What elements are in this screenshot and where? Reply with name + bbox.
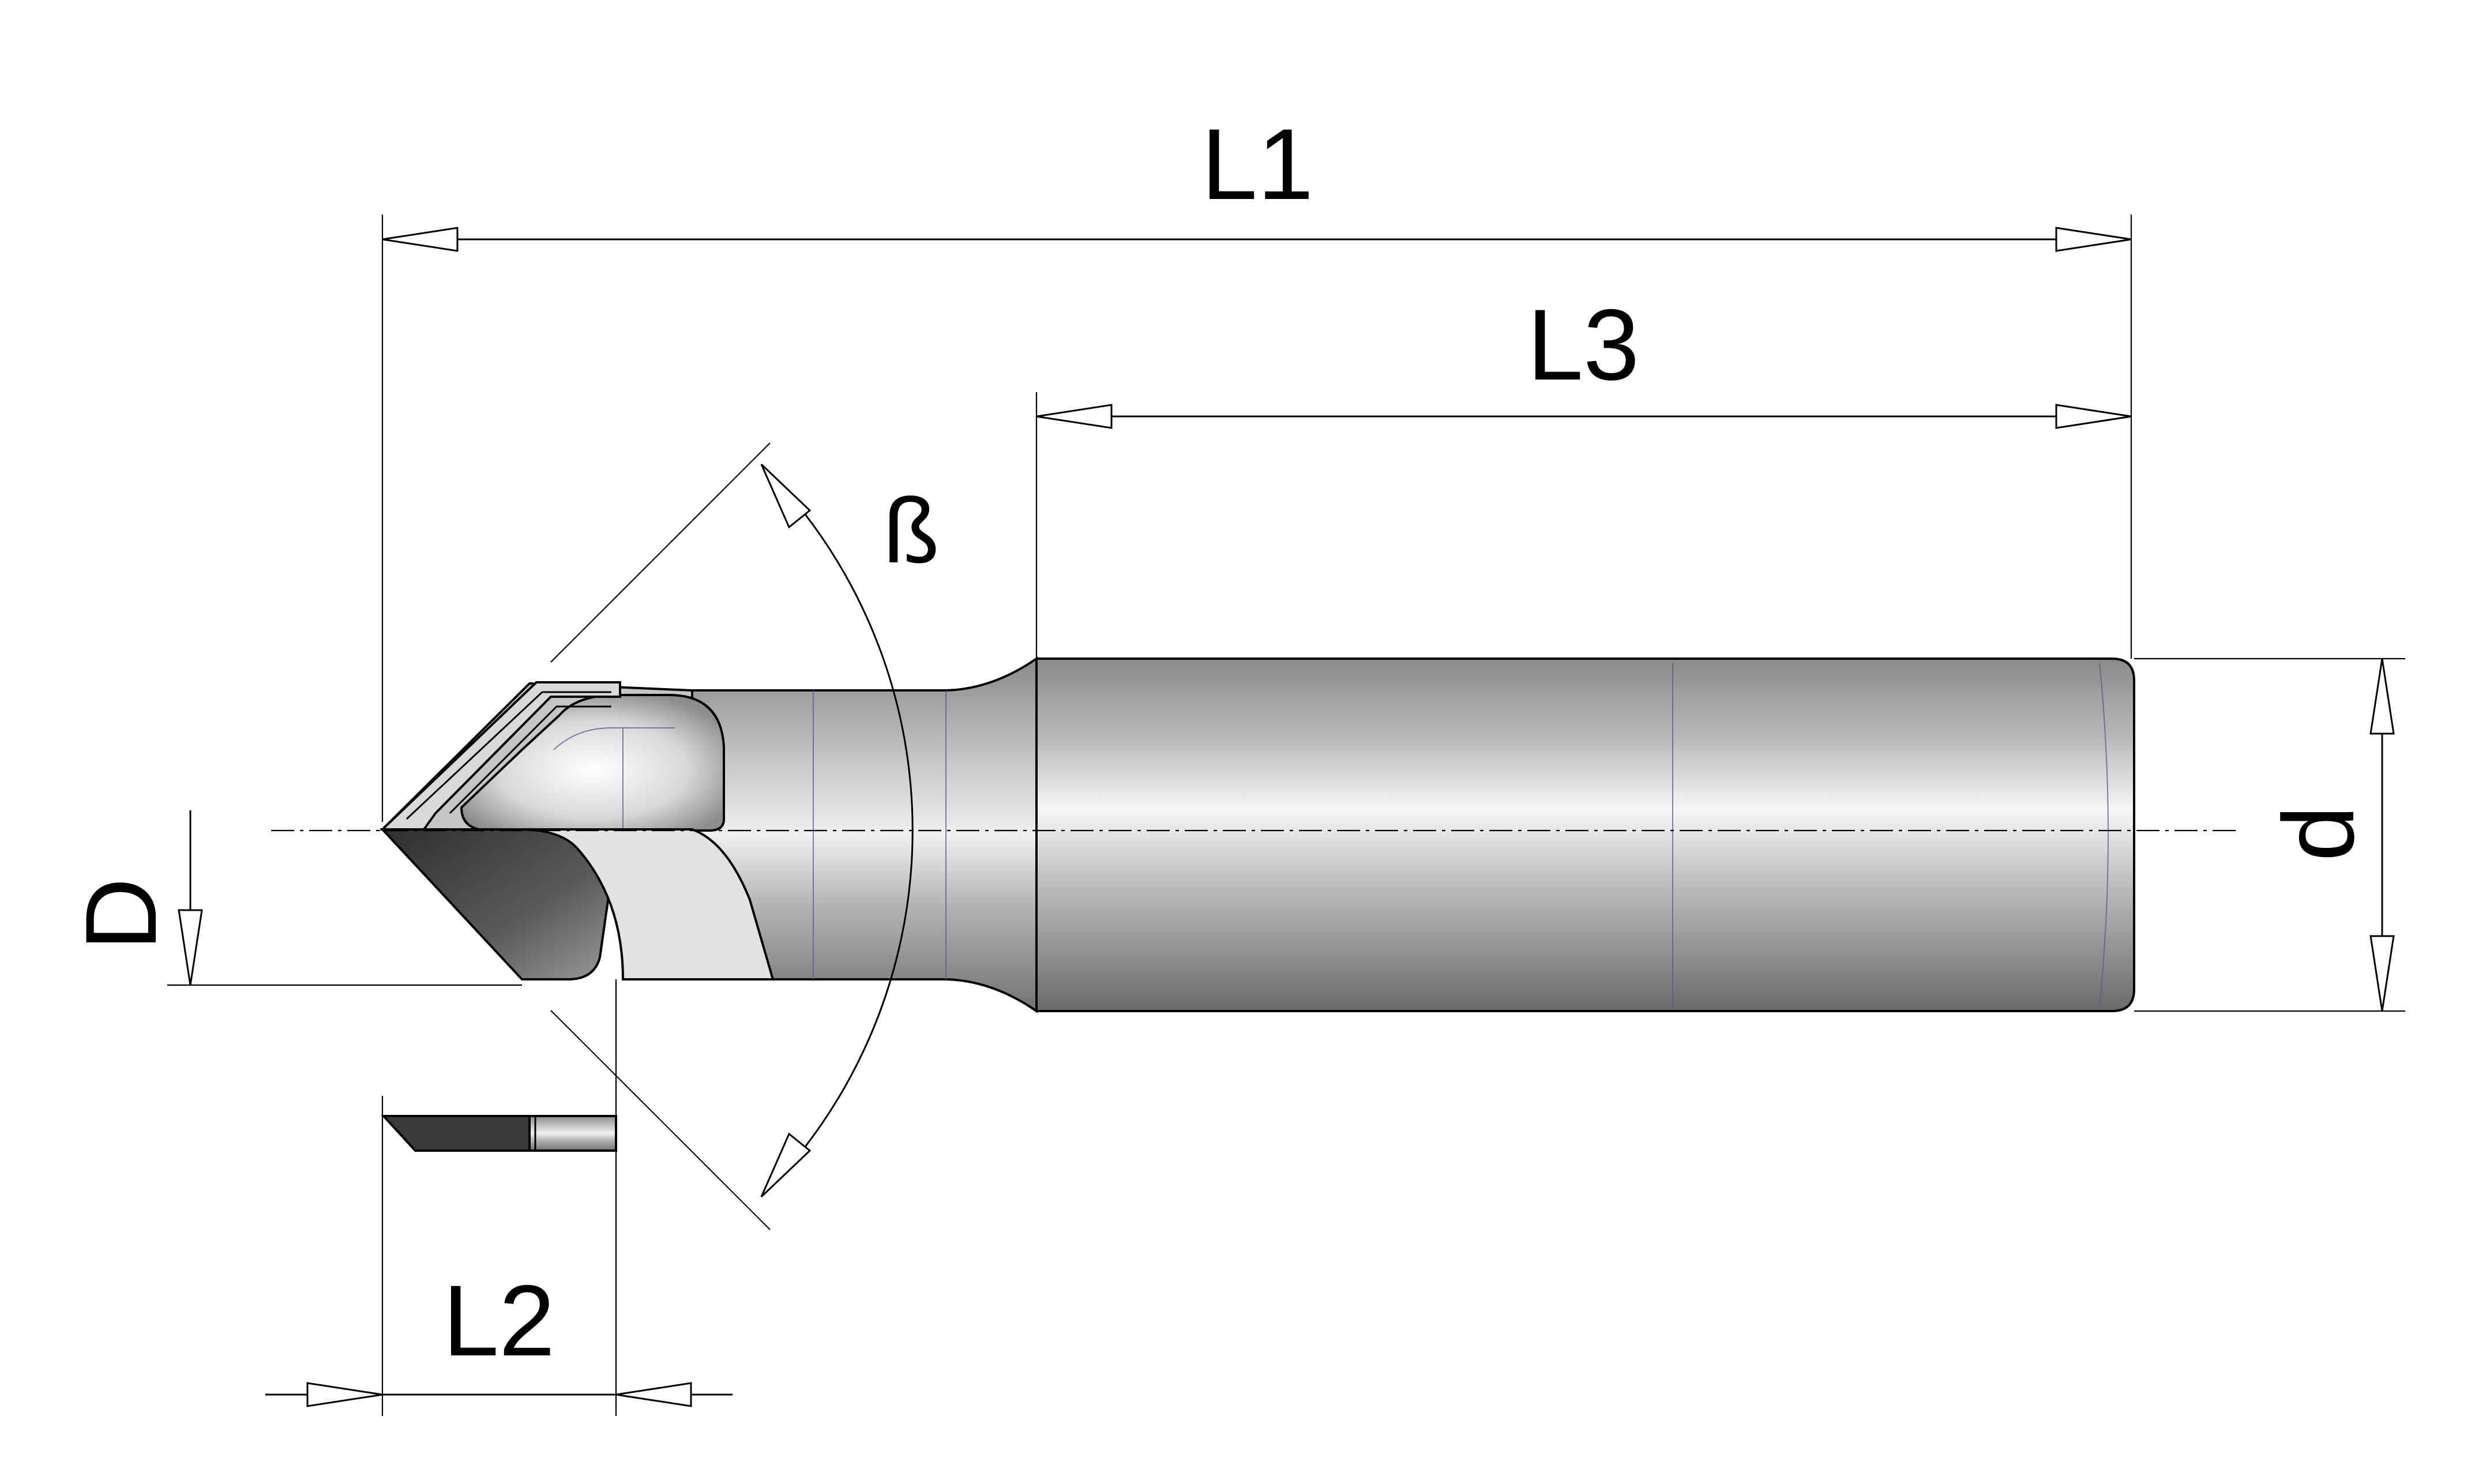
beta-label: ß [883,479,940,582]
L2-arrow-left [306,1382,383,1407]
beta-ext-lower [550,1010,771,1230]
insert-detail-view [381,1115,617,1152]
insert-detail-dark [381,1115,531,1152]
lower-chip-face [490,828,775,980]
dimensions: L1 L3 d D L2 ß [65,108,2405,1416]
insert-detail-light [528,1115,617,1152]
d-arrow-bottom [2369,935,2395,1012]
L2-label: L2 [443,1265,555,1377]
cutting-insert-top [380,681,621,831]
shank [1035,658,2135,1012]
beta-arc [760,463,914,1198]
L1-arrow-right [2055,227,2132,252]
beta-ext-upper [550,442,771,663]
d-arrow-top [2369,658,2395,735]
L3-arrow-left [1036,404,1113,429]
beta-arrow-top [760,463,812,529]
L1-arrow-left [382,227,459,252]
D-label: D [65,878,178,950]
L2-arrow-right [615,1382,692,1407]
L1-label: L1 [1201,108,1314,221]
flute-inner-guide [553,727,675,750]
tool-body [380,656,2135,1013]
beta-arrow-bottom [760,1132,812,1198]
lower-insert-dark [380,828,615,980]
d-label: d [2263,805,2375,861]
L3-arrow-right [2055,404,2132,429]
L3-label: L3 [1527,289,1640,401]
D-arrow [178,909,203,986]
shank-end-chamfer [2099,663,2109,1007]
cutting-insert-edge [405,691,611,820]
cutting-insert-bevel [449,705,611,814]
